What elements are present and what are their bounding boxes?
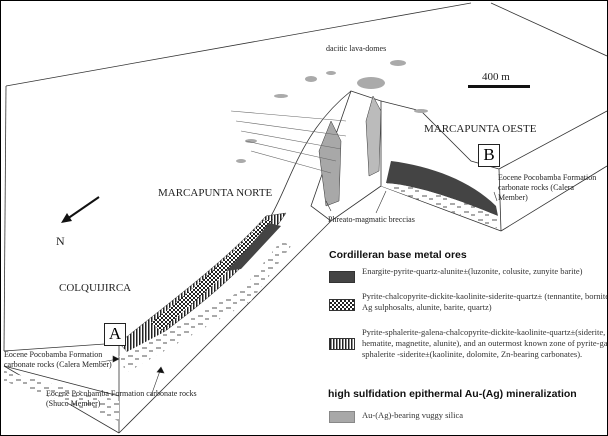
shuco-member-zone: [4, 371, 119, 421]
shuco-member-label-2: (Shuco Member): [46, 399, 101, 408]
legend-title-epithermal: high sulfidation epithermal Au-(Ag) mine…: [328, 388, 577, 400]
leader-arrows: [100, 190, 498, 397]
breccia-body: [365, 95, 382, 177]
legend-item-vuggy-silica: Au-(Ag)-bearing vuggy silica: [362, 410, 464, 420]
scale-label: 400 m: [482, 71, 510, 83]
marcapunta-oeste-label: MARCAPUNTA OESTE: [424, 123, 537, 135]
oeste-carbonate: [381, 183, 499, 229]
calera-member-a-label-2: carbonate rocks (Calera Member): [4, 360, 112, 369]
carbonate-layer: [119, 241, 291, 373]
oeste-ore-dark: [386, 161, 498, 216]
legend-item-chalcopyrite: Pyrite-chalcopyrite-dickite-kaolinite-si…: [362, 291, 608, 312]
calera-member-a-label-1: Eocene Pocobamba Formation: [4, 350, 103, 359]
lava-domes: [236, 60, 428, 163]
phreato-magmatic-label: Phreato-magmatic breccias: [328, 215, 415, 224]
legend-title-cordilleran: Cordilleran base metal ores: [329, 249, 467, 261]
legend-item-sphalerite: Pyrite-sphalerite-galena-chalcopyrite-di…: [362, 327, 608, 359]
legend-swatch-gray: [329, 411, 355, 423]
legend-swatch-checker: [329, 299, 355, 311]
calera-member-b-label: Eocene Pocobamba Formation carbonate roc…: [498, 173, 597, 202]
legend-item-enargite: Enargite-pyrite-quartz-alunite±(luzonite…: [362, 266, 583, 276]
ore-zone-checker: [151, 219, 273, 331]
ore-zone-dark: [226, 223, 281, 271]
vuggy-silica-body: [318, 120, 342, 207]
north-arrow-icon: [61, 196, 100, 223]
dyke-lines: [230, 110, 347, 174]
legend-swatch-dark: [329, 271, 355, 283]
section-a-marker: A: [104, 323, 126, 346]
marcapunta-norte-label: MARCAPUNTA NORTE: [158, 187, 273, 199]
north-label: N: [56, 234, 65, 248]
scale-bar: [468, 85, 530, 88]
colquijirca-label: COLQUIJIRCA: [59, 282, 132, 294]
lava-domes-label: dacitic lava-domes: [326, 44, 387, 53]
section-b-marker: B: [478, 144, 500, 167]
legend-swatch-stripes: [329, 338, 355, 350]
shuco-member-label-1: Eocene Pocobamba Formation carbonate roc…: [46, 389, 197, 398]
